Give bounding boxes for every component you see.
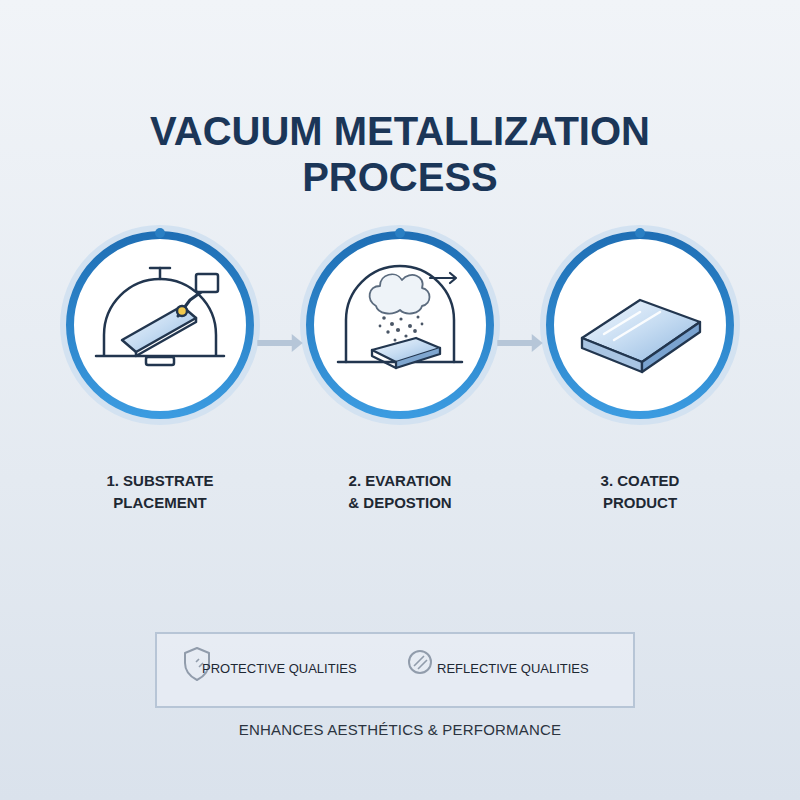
evaporation-icon [338,266,462,368]
process-step-circle: 2. EVARATION & DEPOSTION [305,230,495,420]
diagram-title: VACUUM METALLIZATION PROCESS [100,108,700,200]
bell-jar-icon [96,268,224,365]
coated-slab-icon [582,300,700,372]
qualities-box: PROTECTIVE QUALITIES REFLECTIVE QUALITIES [155,632,635,708]
quality-text: PROTECTIVE QUALITIES [202,660,357,678]
flow-arrow [257,334,302,352]
process-step-circle: 1. SUBSTRATE PLACEMENT [65,230,255,420]
process-ring [63,228,737,422]
quality-text: REFLECTIVE QUALITIES [437,660,589,678]
diagram-caption: ENHANCES AESTHÉTICS & PERFORMANCE [100,720,700,740]
flow-arrow [497,334,542,352]
step-label: 1. SUBSTRATE PLACEMENT [103,470,217,514]
step-label: 2. EVARATION & DEPOSTION [343,470,457,514]
step-label: 3. COATED PRODUCT [583,470,697,514]
process-step-circle: 3. COATED PRODUCT [545,230,735,420]
